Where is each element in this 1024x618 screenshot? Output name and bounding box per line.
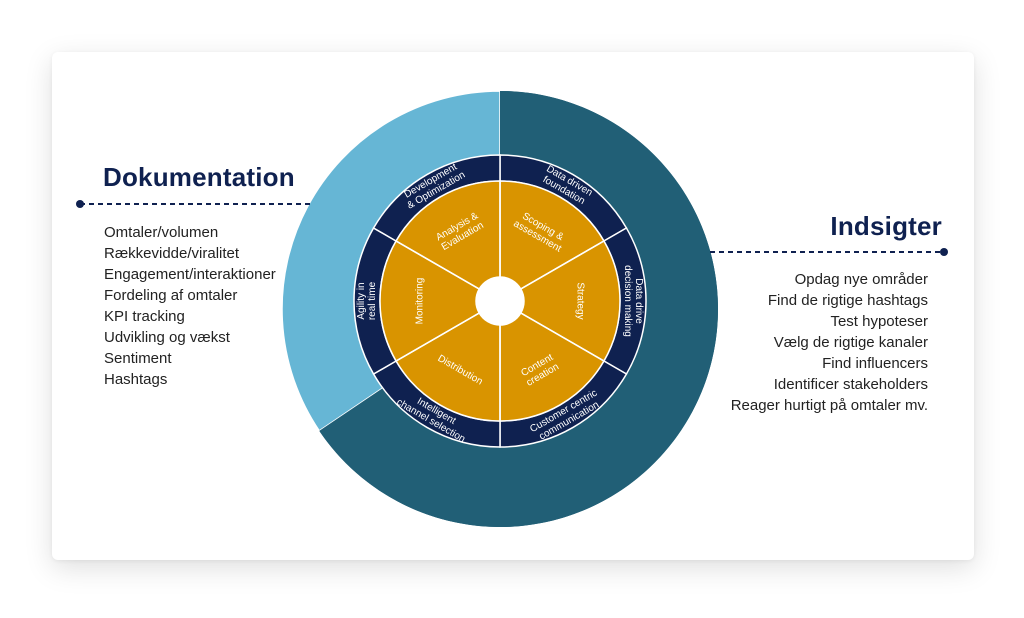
right-connector-dot [940, 248, 948, 256]
list-item: Opdag nye områder [794, 271, 928, 288]
spoke-line [520, 312, 605, 362]
navy-ring [353, 154, 647, 448]
segment-label-line: real time [367, 281, 378, 320]
gold-ring [379, 180, 621, 422]
list-item: KPI tracking [104, 308, 185, 325]
list-item: Sentiment [104, 350, 172, 367]
segment-dividers [395, 181, 605, 421]
segment-label-line: decision making [622, 265, 633, 337]
list-item: Test hypoteser [830, 313, 928, 330]
list-item: Hashtags [104, 371, 168, 388]
spoke-line [395, 240, 480, 290]
list-item: Fordeling af omtaler [104, 287, 238, 304]
center-hub [476, 277, 524, 325]
list-item: Udvikling og vækst [104, 329, 230, 346]
left-connector-dot [76, 200, 84, 208]
spoke-line [520, 240, 605, 290]
list-item: Vælg de rigtige kanaler [773, 334, 928, 351]
list-item: Identificer stakeholders [773, 376, 928, 393]
inner-segment-label: Strategy [575, 282, 586, 319]
indsigter-list: Opdag nye områder Find de rigtige hashta… [731, 269, 928, 416]
spoke-line [395, 312, 480, 362]
inner-segment-label: Monitoring [415, 278, 426, 325]
segment-label-line: Strategy [575, 282, 586, 319]
list-item: Engagement/interaktioner [104, 266, 276, 283]
indsigter-heading: Indsigter [830, 211, 942, 241]
list-item: Omtaler/volumen [104, 224, 219, 241]
list-item: Rækkevidde/viralitet [104, 245, 240, 262]
dokumentation-heading: Dokumentation [103, 162, 295, 192]
dokumentation-list: Omtaler/volumen Rækkevidde/viralitet Eng… [104, 222, 276, 390]
list-item: Find influencers [822, 355, 928, 372]
list-item: Reager hurtigt på omtaler mv. [730, 397, 928, 414]
segment-label-line: Agility in [356, 282, 367, 319]
connector-lines [76, 200, 948, 256]
segment-label-line: Data drive [633, 278, 644, 324]
list-item: Find de rigtige hashtags [767, 292, 928, 309]
segment-label-line: Monitoring [415, 278, 426, 325]
